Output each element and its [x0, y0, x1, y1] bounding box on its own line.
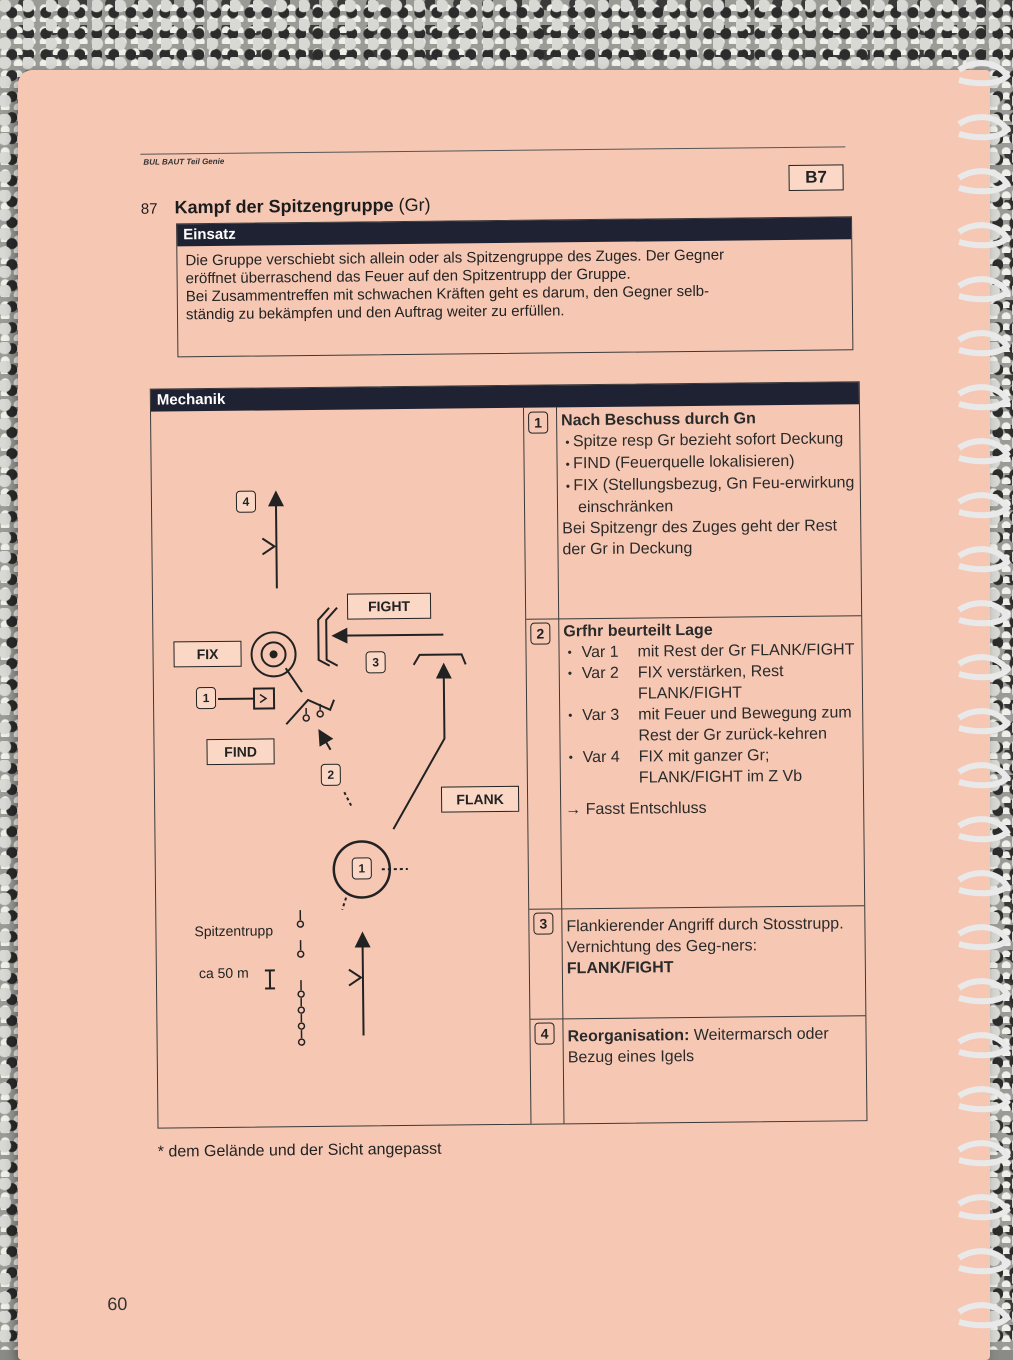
step-1: 1 Nach Beschuss durch Gn Spitze resp Gr … — [524, 404, 861, 619]
spitzentrupp-label: Spitzentrupp — [194, 922, 273, 939]
step-tail: → Fasst Entschluss — [565, 796, 859, 820]
marker-3: 3 — [366, 651, 386, 673]
step-bullet: Spitze resp Gr bezieht sofort Deckung — [561, 428, 855, 453]
step-4: 4 Reorganisation: Weitermarsch oder Bezu… — [530, 1015, 866, 1124]
step-number: 3 — [533, 912, 553, 934]
route-4-chevron — [262, 538, 274, 554]
find-label: FIND — [206, 738, 274, 765]
marker-1-small: 1 — [196, 687, 216, 709]
distance-label: ca 50 m — [199, 965, 249, 982]
soldier-icons — [295, 704, 327, 1045]
step-bullet: FIX (Stellungsbezug, Gn Feu-erwirkung ei… — [562, 472, 856, 518]
step-text-bold: FLANK/FIGHT — [567, 959, 674, 977]
page-number: 60 — [107, 1294, 127, 1315]
step-number: 1 — [528, 411, 548, 433]
marker-1-main: 1 — [352, 857, 372, 879]
flank-label: FLANK — [441, 786, 519, 813]
einsatz-section: Einsatz Die Gruppe verschiebt sich allei… — [176, 216, 853, 357]
title-suffix: (Gr) — [398, 195, 430, 215]
step-text-bold: Reorganisation: — [567, 1027, 689, 1045]
page-title: 87 Kampf der Spitzengruppe (Gr) — [141, 195, 431, 219]
fix-label: FIX — [173, 641, 241, 668]
mechanik-section: Mechanik — [150, 381, 868, 1128]
step-number: 4 — [534, 1022, 554, 1044]
step-bullet: FIND (Feuerquelle lokalisieren) — [561, 450, 855, 475]
marker-2: 2 — [321, 764, 341, 786]
series-name: BUL BAUT Teil Genie — [143, 157, 224, 167]
header-rule — [140, 146, 845, 154]
fight-label: FIGHT — [347, 593, 431, 620]
tactical-diagram: 4 FIGHT FIX 3 1 FIND 2 FLANK 1 Spitzentr… — [151, 408, 531, 1128]
fight-arrow — [339, 635, 443, 636]
title-main: Kampf der Spitzengruppe — [174, 195, 393, 217]
route-4-arrow — [276, 498, 277, 588]
marker-4: 4 — [236, 491, 256, 513]
chapter-code: B7 — [788, 164, 843, 191]
flank-arrow — [392, 671, 446, 830]
footnote: * dem Gelände und der Sicht angepasst — [158, 1141, 442, 1162]
einsatz-text: Die Gruppe verschiebt sich allein oder a… — [177, 239, 852, 330]
step-tail: Bei Spitzengr des Zuges geht der Rest de… — [562, 515, 856, 560]
step-text: Flankierender Angriff durch Stosstrupp. … — [566, 915, 843, 956]
step-3: 3 Flankierender Angriff durch Stosstrupp… — [529, 905, 865, 1020]
steps-column: 1 Nach Beschuss durch Gn Spitze resp Gr … — [524, 404, 866, 1123]
step-number: 2 — [530, 622, 550, 644]
section-number: 87 — [141, 201, 158, 218]
